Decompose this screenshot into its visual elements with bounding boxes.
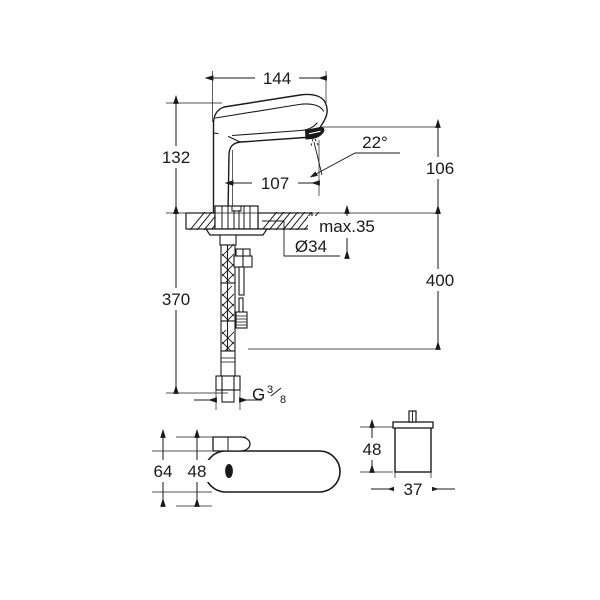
box-width-dimension: 37 [371, 478, 455, 500]
spout-reach-dimension: 144 [204, 67, 327, 89]
plan-overall-width-dimension: 64 [143, 428, 181, 507]
spout-projection-label: 107 [261, 174, 289, 193]
shank-length-dimension: 370 [154, 204, 198, 394]
outlet-height-dimension: 106 [416, 118, 464, 214]
aerator-outlet [304, 126, 325, 140]
power-box-elevation: 48 37 [353, 410, 455, 500]
shank-and-hoses [215, 234, 253, 403]
max-deck-thickness-dimension: max.35 [308, 204, 386, 259]
shank-length-label: 370 [162, 290, 190, 309]
thread-size-label: G 3 8 [194, 384, 286, 406]
sensor-window [310, 138, 319, 147]
box-height-label: 48 [363, 440, 382, 459]
hose-length-dimension: 400 [416, 204, 464, 350]
power-box-cap [392, 421, 434, 429]
body-height-dimension: 132 [154, 94, 198, 214]
faucet-body-outline [212, 93, 328, 214]
hose-length-label: 400 [426, 271, 454, 290]
spray-angle-dimension: 22° [309, 133, 400, 178]
hole-diameter-dimension: Ø34 [262, 220, 340, 257]
plan-overall-width-label: 64 [154, 462, 173, 481]
spray-angle-label: 22° [362, 133, 388, 152]
thread-size-letter: G [252, 385, 265, 404]
plan-body-width-dimension: 48 [178, 428, 216, 507]
top-plan-view: 64 48 [143, 428, 341, 507]
hole-diameter-label: Ø34 [295, 237, 327, 256]
plan-spout-arm [212, 436, 251, 452]
plan-body-width-label: 48 [188, 462, 207, 481]
thread-size-denominator: 8 [280, 394, 286, 406]
faucet-base-escutcheon [204, 205, 269, 236]
box-height-dimension: 48 [353, 418, 391, 473]
spout-projection-dimension: 107 [224, 172, 320, 194]
outlet-height-label: 106 [426, 159, 454, 178]
side-elevation-view: 144 132 370 107 22° [154, 67, 464, 410]
box-width-label: 37 [404, 480, 423, 499]
power-box-outline [394, 426, 432, 473]
body-height-label: 132 [162, 148, 190, 167]
plan-sensor-eye [225, 464, 233, 478]
thread-size-numerator: 3 [267, 384, 273, 396]
spout-reach-label: 144 [263, 69, 291, 88]
max-deck-thickness-label: max.35 [319, 217, 375, 236]
faucet-body-detail-lines [212, 103, 325, 143]
